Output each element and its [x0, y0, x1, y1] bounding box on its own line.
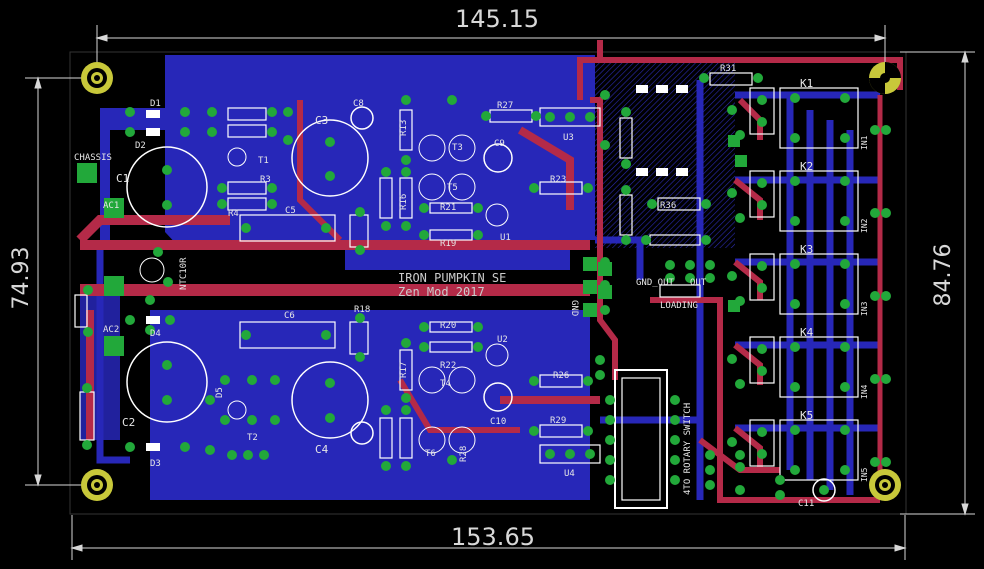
label-c4: C4 [315, 443, 329, 456]
label-r27: R27 [497, 101, 513, 111]
capacitor-c4-outline [291, 361, 369, 439]
label-u2: U2 [497, 335, 508, 345]
diode-markers [146, 85, 688, 451]
label-c5: C5 [285, 206, 296, 216]
capacitor-c2-outline [126, 341, 208, 423]
dimension-top: 145.15 [455, 5, 539, 33]
mounting-hole [869, 469, 901, 501]
label-gnd-out: GND_OUT [636, 278, 675, 288]
label-ac2: AC2 [103, 325, 119, 335]
square-pads [77, 135, 747, 356]
label-out: OUT [690, 278, 707, 288]
label-c3: C3 [315, 114, 328, 127]
label-k5: K5 [800, 409, 813, 422]
dimension-bottom: 153.65 [451, 523, 535, 551]
capacitor-c3-outline [291, 119, 369, 197]
label-t1: T1 [258, 156, 269, 166]
label-ntc: NTC10R [179, 257, 189, 290]
title-line2: Zen Mod 2017 [398, 285, 485, 299]
label-u1: U1 [500, 233, 511, 243]
label-d1: D1 [150, 99, 161, 109]
label-in1: IN1 [860, 135, 869, 150]
label-in4: IN4 [860, 384, 869, 399]
label-r4: R4 [228, 209, 239, 219]
label-k2: K2 [800, 160, 813, 173]
label-d2: D2 [135, 141, 146, 151]
label-r26: R26 [553, 371, 569, 381]
label-c2: C2 [122, 416, 135, 429]
label-in5: IN5 [860, 467, 869, 482]
label-k1: K1 [800, 77, 813, 90]
capacitor-pads [162, 137, 335, 423]
label-r28: R28 [459, 446, 469, 462]
label-t5: T5 [447, 183, 458, 193]
label-c8: C8 [353, 99, 364, 109]
dimension-left: 74.93 [9, 247, 34, 310]
mounting-hole [869, 62, 901, 94]
label-d3: D3 [150, 459, 161, 469]
mounting-hole [81, 62, 113, 94]
label-r29: R29 [550, 416, 566, 426]
label-r3: R3 [260, 175, 271, 185]
label-t4: T4 [440, 379, 451, 389]
label-t6: T6 [425, 449, 436, 459]
relay-outlines [749, 87, 859, 481]
label-in3: IN3 [860, 301, 869, 316]
bottom-copper-layer [80, 55, 735, 500]
mounting-holes [81, 62, 901, 501]
label-c10: C10 [490, 417, 506, 427]
label-rotary: 4TO ROTARY SWITCH [683, 403, 693, 495]
label-r20: R20 [440, 321, 456, 331]
large-capacitors [126, 106, 836, 502]
title-line1: IRON PUMPKIN SE [398, 271, 506, 285]
label-r18: R18 [354, 305, 370, 315]
transistor-outlines [139, 134, 509, 454]
label-chassis: CHASSIS [74, 153, 112, 163]
label-r17: R17 [399, 362, 409, 378]
label-c1: C1 [116, 172, 129, 185]
dimension-right: 84.76 [931, 244, 956, 307]
label-r31: R31 [720, 64, 736, 74]
label-r13: R13 [399, 120, 409, 136]
label-k4: K4 [800, 326, 814, 339]
mounting-hole [81, 469, 113, 501]
label-in2: IN2 [860, 218, 869, 233]
label-c11: C11 [798, 499, 814, 509]
label-c6: C6 [284, 311, 295, 321]
label-c9: C9 [494, 139, 505, 149]
label-k3: K3 [800, 243, 813, 256]
label-u3: U3 [563, 133, 574, 143]
label-r36: R36 [660, 201, 676, 211]
label-r19: R19 [440, 239, 456, 249]
label-loading: LOADING [660, 301, 698, 311]
label-gnd: GND [569, 300, 579, 316]
label-t2: T2 [247, 433, 258, 443]
label-t3: T3 [452, 143, 463, 153]
capacitor-c1-outline [126, 146, 208, 228]
dimension-lines [25, 25, 975, 560]
label-r23: R23 [550, 175, 566, 185]
relay-pads [727, 93, 891, 475]
label-r16: R16 [399, 194, 409, 210]
label-d5: D5 [215, 387, 225, 398]
label-ac1: AC1 [103, 201, 119, 211]
label-d4: D4 [150, 329, 161, 339]
label-r22: R22 [440, 361, 456, 371]
label-u4: U4 [564, 469, 575, 479]
label-r21: R21 [440, 203, 456, 213]
